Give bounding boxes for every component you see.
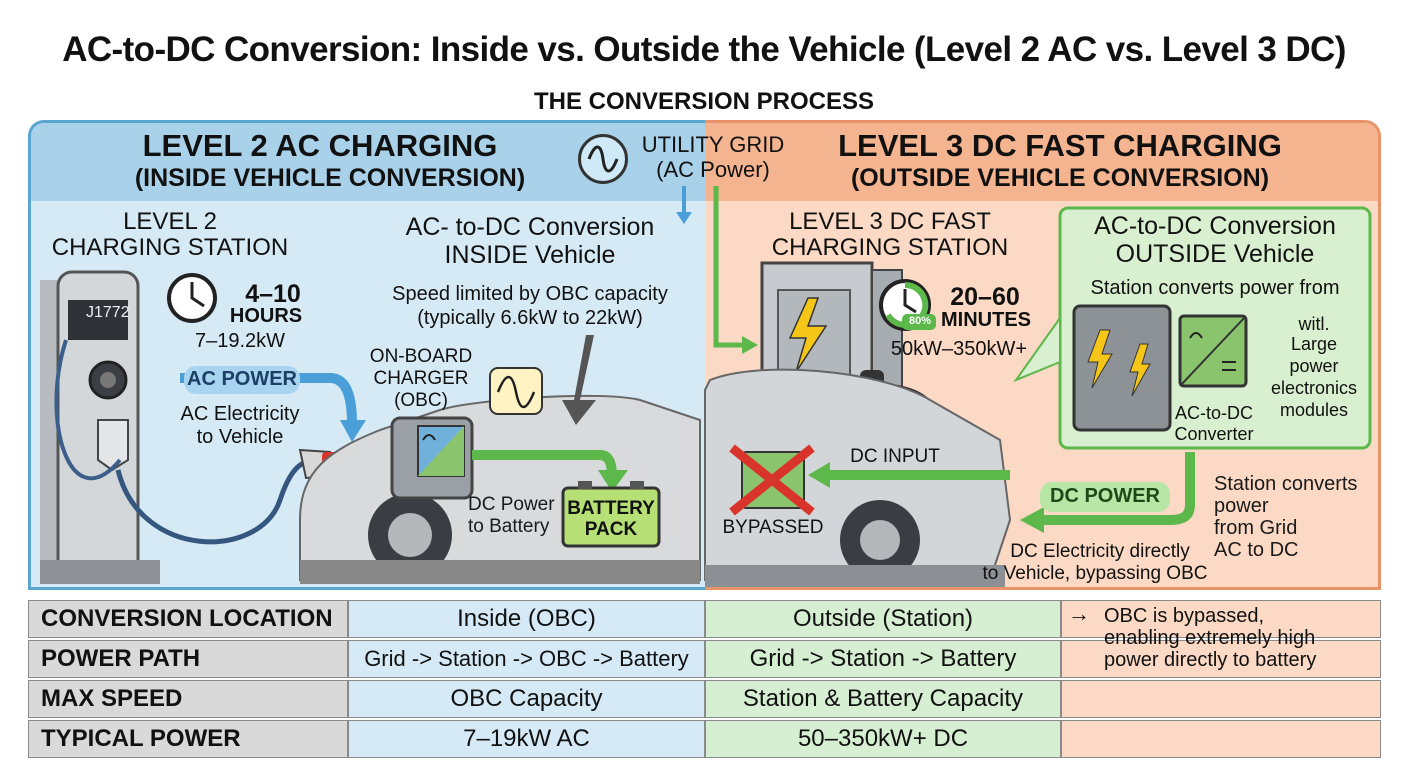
grid-sublabel: (AC Power) — [656, 157, 770, 182]
bypassed-label: BYPASSED — [722, 517, 824, 538]
level3-station-title: LEVEL 3 DC FAST — [789, 208, 991, 235]
with-line-4: electronics — [1270, 378, 1358, 398]
converter-label-2: Converter — [1174, 424, 1254, 444]
note-cell — [1061, 600, 1381, 638]
row-label: POWER PATH — [28, 640, 348, 678]
dc-cell: Grid -> Station -> Battery — [705, 640, 1061, 678]
station-converts-1: Station converts — [1214, 473, 1358, 495]
power-electronics-module-icon — [1072, 304, 1172, 432]
level2-time: 4–10 — [245, 280, 301, 308]
obc-label: ON-BOARD — [369, 346, 473, 367]
level2-clock-icon — [167, 273, 217, 323]
level2-charger-station — [40, 270, 160, 584]
note-line-2: enabling extremely high — [1104, 627, 1316, 649]
dc-cell: Station & Battery Capacity — [705, 680, 1061, 718]
station-converts-3: from Grid — [1214, 517, 1298, 539]
converter-label: AC-to-DC — [1174, 403, 1253, 423]
level2-heading: LEVEL 2 AC CHARGING — [142, 128, 498, 163]
row-label: CONVERSION LOCATION — [28, 600, 348, 638]
ac-sine-icon — [578, 134, 628, 184]
bypassed-obc-icon — [729, 444, 815, 516]
dc-power-label: DC POWER — [1050, 485, 1160, 507]
obc-bypass-note: → OBC is bypassed, enabling extremely hi… — [1068, 601, 1378, 672]
with-line-1: witl. — [1298, 314, 1330, 334]
note-cell — [1061, 680, 1381, 718]
note-cell — [1061, 720, 1381, 758]
ac-electricity-desc: AC Electricity — [180, 403, 300, 425]
level2-power: 7–19.2kW — [194, 330, 286, 352]
level2-subheading: (INSIDE VEHICLE CONVERSION) — [134, 164, 526, 192]
obc-speed-limit: Speed limited by OBC capacity — [392, 283, 668, 305]
dc-cell: Outside (Station) — [705, 600, 1061, 638]
dc-electricity-desc-2: to Vehicle, bypassing OBC — [982, 563, 1208, 584]
row-label: MAX SPEED — [28, 680, 348, 718]
page-title: AC-to-DC Conversion: Inside vs. Outside … — [62, 30, 1346, 69]
note-line-1: OBC is bypassed, — [1104, 605, 1265, 627]
timer-badge: 80% — [908, 315, 932, 327]
inside-conversion-title-2: INSIDE Vehicle — [444, 241, 616, 269]
with-line-3: power — [1289, 356, 1339, 376]
level2-time-unit: HOURS — [229, 305, 303, 327]
ac-electricity-desc-2: to Vehicle — [196, 426, 284, 448]
outside-conversion-title: AC-to-DC Conversion — [1094, 212, 1336, 240]
ac-cell: Grid -> Station -> OBC -> Battery — [348, 640, 705, 678]
dc-power-to-battery: DC Power — [468, 494, 555, 515]
level3-time-unit: MINUTES — [941, 309, 1031, 331]
note-arrow-icon: → — [1068, 601, 1090, 626]
level3-power: 50kW–350kW+ — [890, 338, 1028, 360]
comparison-table: CONVERSION LOCATION Inside (OBC) Outside… — [28, 600, 1381, 760]
dc-cell: 50–350kW+ DC — [705, 720, 1061, 758]
dc-power-to-battery-2: to Battery — [468, 516, 550, 537]
row-label: TYPICAL POWER — [28, 720, 348, 758]
battery-label: BATTERY — [567, 498, 655, 519]
level3-header-band — [705, 123, 1378, 201]
ac-power-label: AC POWER — [187, 368, 297, 390]
obc-label-2: CHARGER — [373, 368, 469, 389]
dc-input-label: DC INPUT — [850, 446, 940, 467]
level3-subheading: (OUTSIDE VEHICLE CONVERSION) — [850, 164, 1270, 192]
obc-speed-range: (typically 6.6kW to 22kW) — [417, 307, 643, 329]
note-line-3: power directly to battery — [1104, 649, 1317, 671]
dc-electricity-desc: DC Electricity directly — [1010, 541, 1190, 562]
outside-conversion-title-2: OUTSIDE Vehicle — [1115, 240, 1315, 268]
ac-cell: OBC Capacity — [348, 680, 705, 718]
station-converts-4: AC to DC — [1214, 539, 1299, 561]
grid-label: UTILITY GRID — [641, 132, 785, 157]
obc-label-3: (OBC) — [394, 390, 448, 411]
ac-cell: 7–19kW AC — [348, 720, 705, 758]
ac-dc-converter-icon — [1178, 314, 1248, 388]
with-line-2: Large — [1290, 334, 1338, 354]
note-cell — [1061, 640, 1381, 678]
level3-timer-icon — [879, 279, 936, 331]
station-converts-2: power — [1214, 495, 1269, 517]
battery-pack — [561, 481, 661, 548]
level3-station-title-2: CHARGING STATION — [771, 234, 1009, 261]
level3-time: 20–60 — [950, 283, 1020, 311]
j1772-label: J1772 — [86, 304, 130, 321]
with-line-5: modules — [1279, 400, 1349, 420]
level2-station-title: LEVEL 2 — [123, 208, 217, 235]
outside-conversion-desc: Station converts power from — [1090, 277, 1340, 299]
level3-heading: LEVEL 3 DC FAST CHARGING — [838, 128, 1282, 163]
inside-conversion-title: AC- to-DC Conversion — [405, 213, 655, 241]
onboard-charger-box — [390, 416, 474, 500]
level2-station-title-2: CHARGING STATION — [51, 234, 289, 261]
battery-label-2: PACK — [584, 519, 638, 540]
ac-cell: Inside (OBC) — [348, 600, 705, 638]
diagram-graphics — [40, 186, 1372, 587]
page-subtitle: THE CONVERSION PROCESS — [533, 88, 875, 115]
